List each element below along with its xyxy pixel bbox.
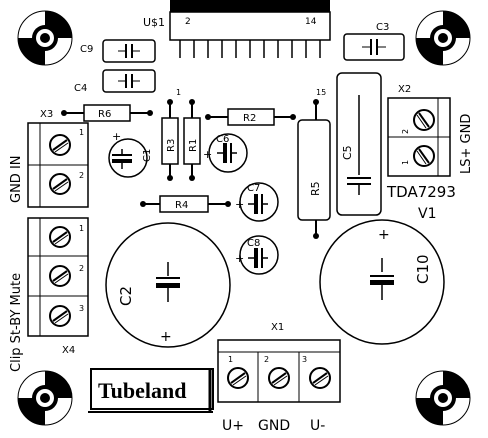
connector-x1-pin-2: 2 (264, 355, 269, 364)
capacitor-c7: + C7 (235, 182, 279, 222)
resistor-r2: R2 (205, 108, 296, 126)
connector-x3-pin-1: 1 (79, 128, 84, 137)
connector-x2-label: LS+ GND (459, 114, 474, 174)
mounting-hole-bottom-left (17, 370, 73, 426)
chip-ref-label: U$1 (143, 16, 165, 29)
connector-x1-label-gnd: GND (258, 418, 290, 434)
capacitor-c5: C5 (336, 72, 382, 216)
chip-pin-15-label: 15 (316, 88, 326, 97)
capacitor-c8-label: C8 (247, 238, 260, 249)
connector-x1-pin-3: 3 (302, 355, 307, 364)
resistor-r2-label: R2 (243, 113, 256, 124)
connector-x4-pin-1: 1 (79, 224, 84, 233)
resistor-r6: R6 (61, 104, 153, 122)
capacitor-c3: C3 (343, 22, 405, 61)
capacitor-c9: C9 (80, 39, 156, 63)
connector-x4-pin-3: 3 (79, 304, 84, 313)
connector-x3-pin-2: 2 (79, 171, 84, 180)
resistor-r6-label: R6 (98, 109, 111, 120)
capacitor-c4: C4 (74, 69, 156, 94)
connector-x4-pin-2: 2 (79, 264, 84, 273)
resistor-r4: R4 (140, 195, 231, 213)
capacitor-c4-label: C4 (74, 83, 87, 94)
connector-x1: 1 2 3 X1 U+ GND U- (217, 322, 341, 434)
capacitor-c1-plus: + (112, 130, 121, 143)
chip-pin-1-label: 1 (176, 88, 181, 97)
connector-x3: 1 2 X3 GND IN (9, 109, 89, 208)
connector-x1-ref: X1 (271, 322, 284, 333)
capacitor-c10-label: C10 (414, 254, 432, 284)
capacitor-c3-label: C3 (376, 22, 389, 33)
chip-pin-2-label: 2 (185, 17, 191, 27)
capacitor-c10: + C10 (319, 219, 445, 345)
connector-x2-ref: X2 (398, 84, 411, 95)
connector-x4: 1 2 3 X4 Clip St-BY Mute (9, 217, 89, 372)
connector-x4-label: Clip St-BY Mute (9, 273, 24, 372)
capacitor-c2-plus: + (160, 329, 172, 345)
chip-version-label: V1 (418, 206, 436, 222)
capacitor-c2-label: C2 (117, 286, 135, 306)
resistor-r3-label: R3 (166, 139, 177, 152)
capacitor-c6-label: C6 (216, 134, 229, 145)
resistor-r3: R3 (161, 99, 179, 181)
capacitor-c8: + C8 (235, 235, 279, 275)
capacitor-c1: + C1 (108, 130, 153, 178)
capacitor-c2: + C2 (105, 222, 231, 348)
chip-pin-14-label: 14 (305, 17, 317, 27)
connector-x1-label-vminus: U- (310, 418, 325, 434)
capacitor-c6-plus: + (203, 148, 212, 161)
capacitor-c8-plus: + (235, 252, 244, 265)
connector-x3-ref: X3 (40, 109, 53, 120)
mounting-hole-top-right (415, 10, 471, 66)
chip-name-label: TDA7293 (386, 183, 456, 201)
capacitor-c9-label: C9 (80, 44, 93, 55)
capacitor-c7-plus: + (235, 198, 244, 211)
capacitor-c10-plus: + (378, 227, 390, 243)
tubeland-logo-text: Tubeland (98, 378, 186, 403)
mounting-hole-top-left (17, 10, 73, 66)
connector-x2: 2 1 X2 LS+ GND (387, 84, 474, 177)
capacitor-c7-label: C7 (247, 183, 260, 194)
mounting-hole-bottom-right (415, 370, 471, 426)
resistor-r4-label: R4 (175, 200, 188, 211)
capacitor-c5-label: C5 (341, 145, 354, 160)
connector-x1-pin-1: 1 (228, 355, 233, 364)
resistor-r5-label: R5 (309, 181, 322, 196)
chip-u1: 2 14 U$1 1 15 (143, 0, 331, 97)
connector-x3-label: GND IN (9, 156, 24, 204)
tubeland-logo: Tubeland (88, 368, 214, 413)
capacitor-c6: + C6 (203, 133, 248, 173)
connector-x4-ref: X4 (62, 345, 75, 356)
resistor-r5: R5 (297, 99, 331, 239)
connector-x2-pin-1: 1 (401, 160, 410, 165)
connector-x1-label-vplus: U+ (222, 418, 244, 434)
connector-x2-pin-2: 2 (401, 129, 410, 134)
capacitor-c1-label: C1 (142, 149, 153, 162)
resistor-r1-label: R1 (188, 139, 199, 152)
resistor-r1: R1 (183, 99, 201, 181)
